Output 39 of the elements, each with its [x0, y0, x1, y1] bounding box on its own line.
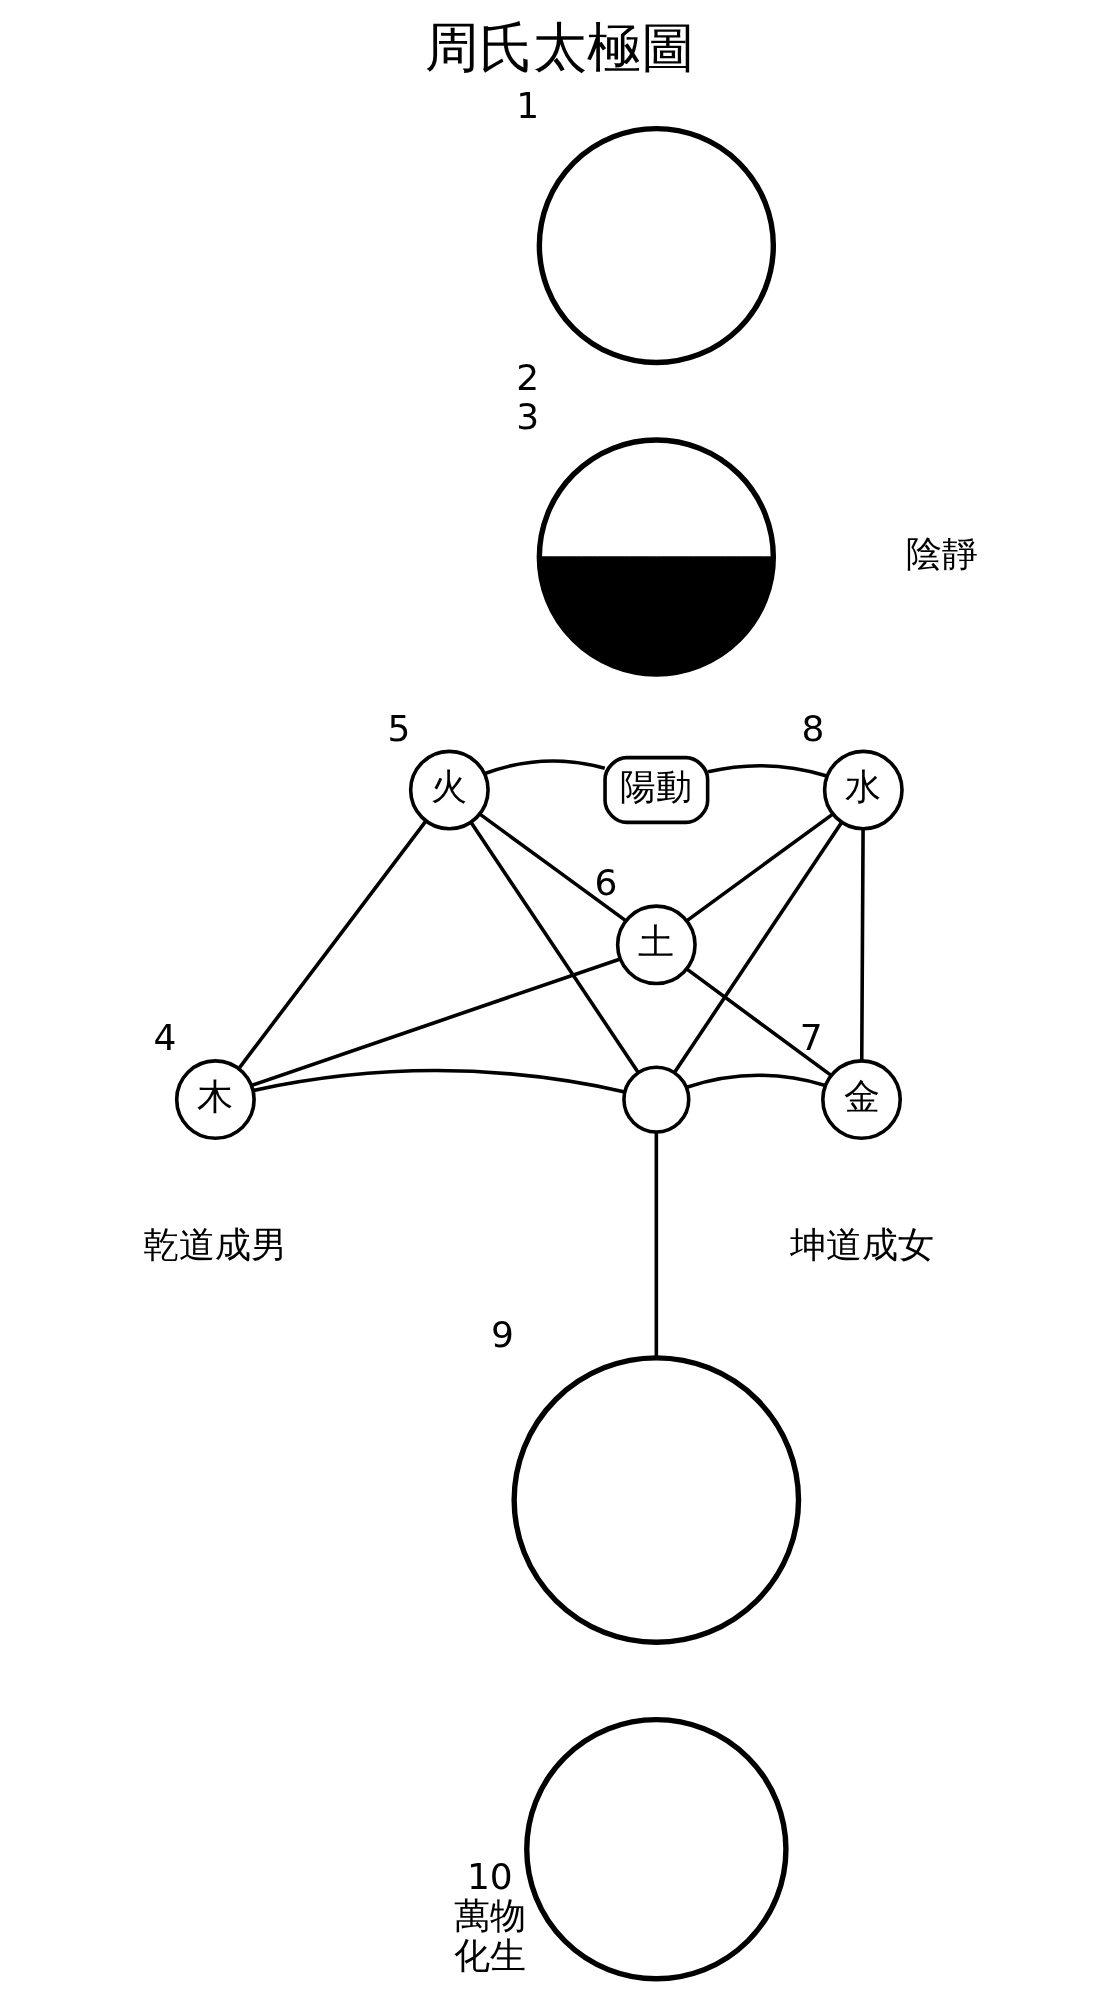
- node-label: 8: [800, 707, 824, 749]
- node-circle: 火: [408, 749, 490, 831]
- node-circle: 土: [615, 904, 697, 986]
- connector: [250, 957, 621, 1087]
- connector: [707, 763, 827, 778]
- node-circle: [536, 125, 776, 366]
- node-label: 4: [153, 1017, 176, 1059]
- node-label: 6: [593, 862, 617, 904]
- node-circle: [523, 1716, 789, 1982]
- node-box: 陽動: [602, 755, 709, 825]
- node-label: 坤道成女: [789, 1224, 934, 1266]
- connector: [483, 759, 605, 776]
- node-label: 7: [799, 1017, 823, 1059]
- node-label: 5: [387, 707, 410, 749]
- label: 陰靜: [906, 532, 979, 574]
- node-label: 1: [515, 84, 539, 126]
- node-label: 3: [515, 396, 539, 438]
- node-circle: 金: [820, 1059, 902, 1141]
- node-label: 9: [490, 1314, 514, 1356]
- node-label: 萬物: [453, 1895, 526, 1937]
- diagram-title: 周氏太極圖: [425, 15, 695, 79]
- connector: [478, 812, 627, 923]
- node-circle: [510, 1355, 801, 1645]
- connector: [672, 821, 843, 1073]
- node-circle: 木: [174, 1059, 256, 1141]
- connector: [685, 812, 834, 923]
- node-circle: [621, 1065, 691, 1134]
- connector: [469, 821, 639, 1073]
- connector: [654, 1132, 658, 1358]
- node-label: 10: [466, 1855, 513, 1897]
- connector: [685, 967, 832, 1077]
- node-label: 乾道成男: [142, 1224, 287, 1266]
- node-label: 化生: [453, 1934, 526, 1976]
- node-label: 2: [515, 356, 539, 398]
- node-circle: 水: [822, 749, 904, 831]
- connector: [859, 829, 865, 1061]
- connector: [685, 1073, 826, 1090]
- connector: [252, 1068, 625, 1094]
- connector: [236, 820, 427, 1070]
